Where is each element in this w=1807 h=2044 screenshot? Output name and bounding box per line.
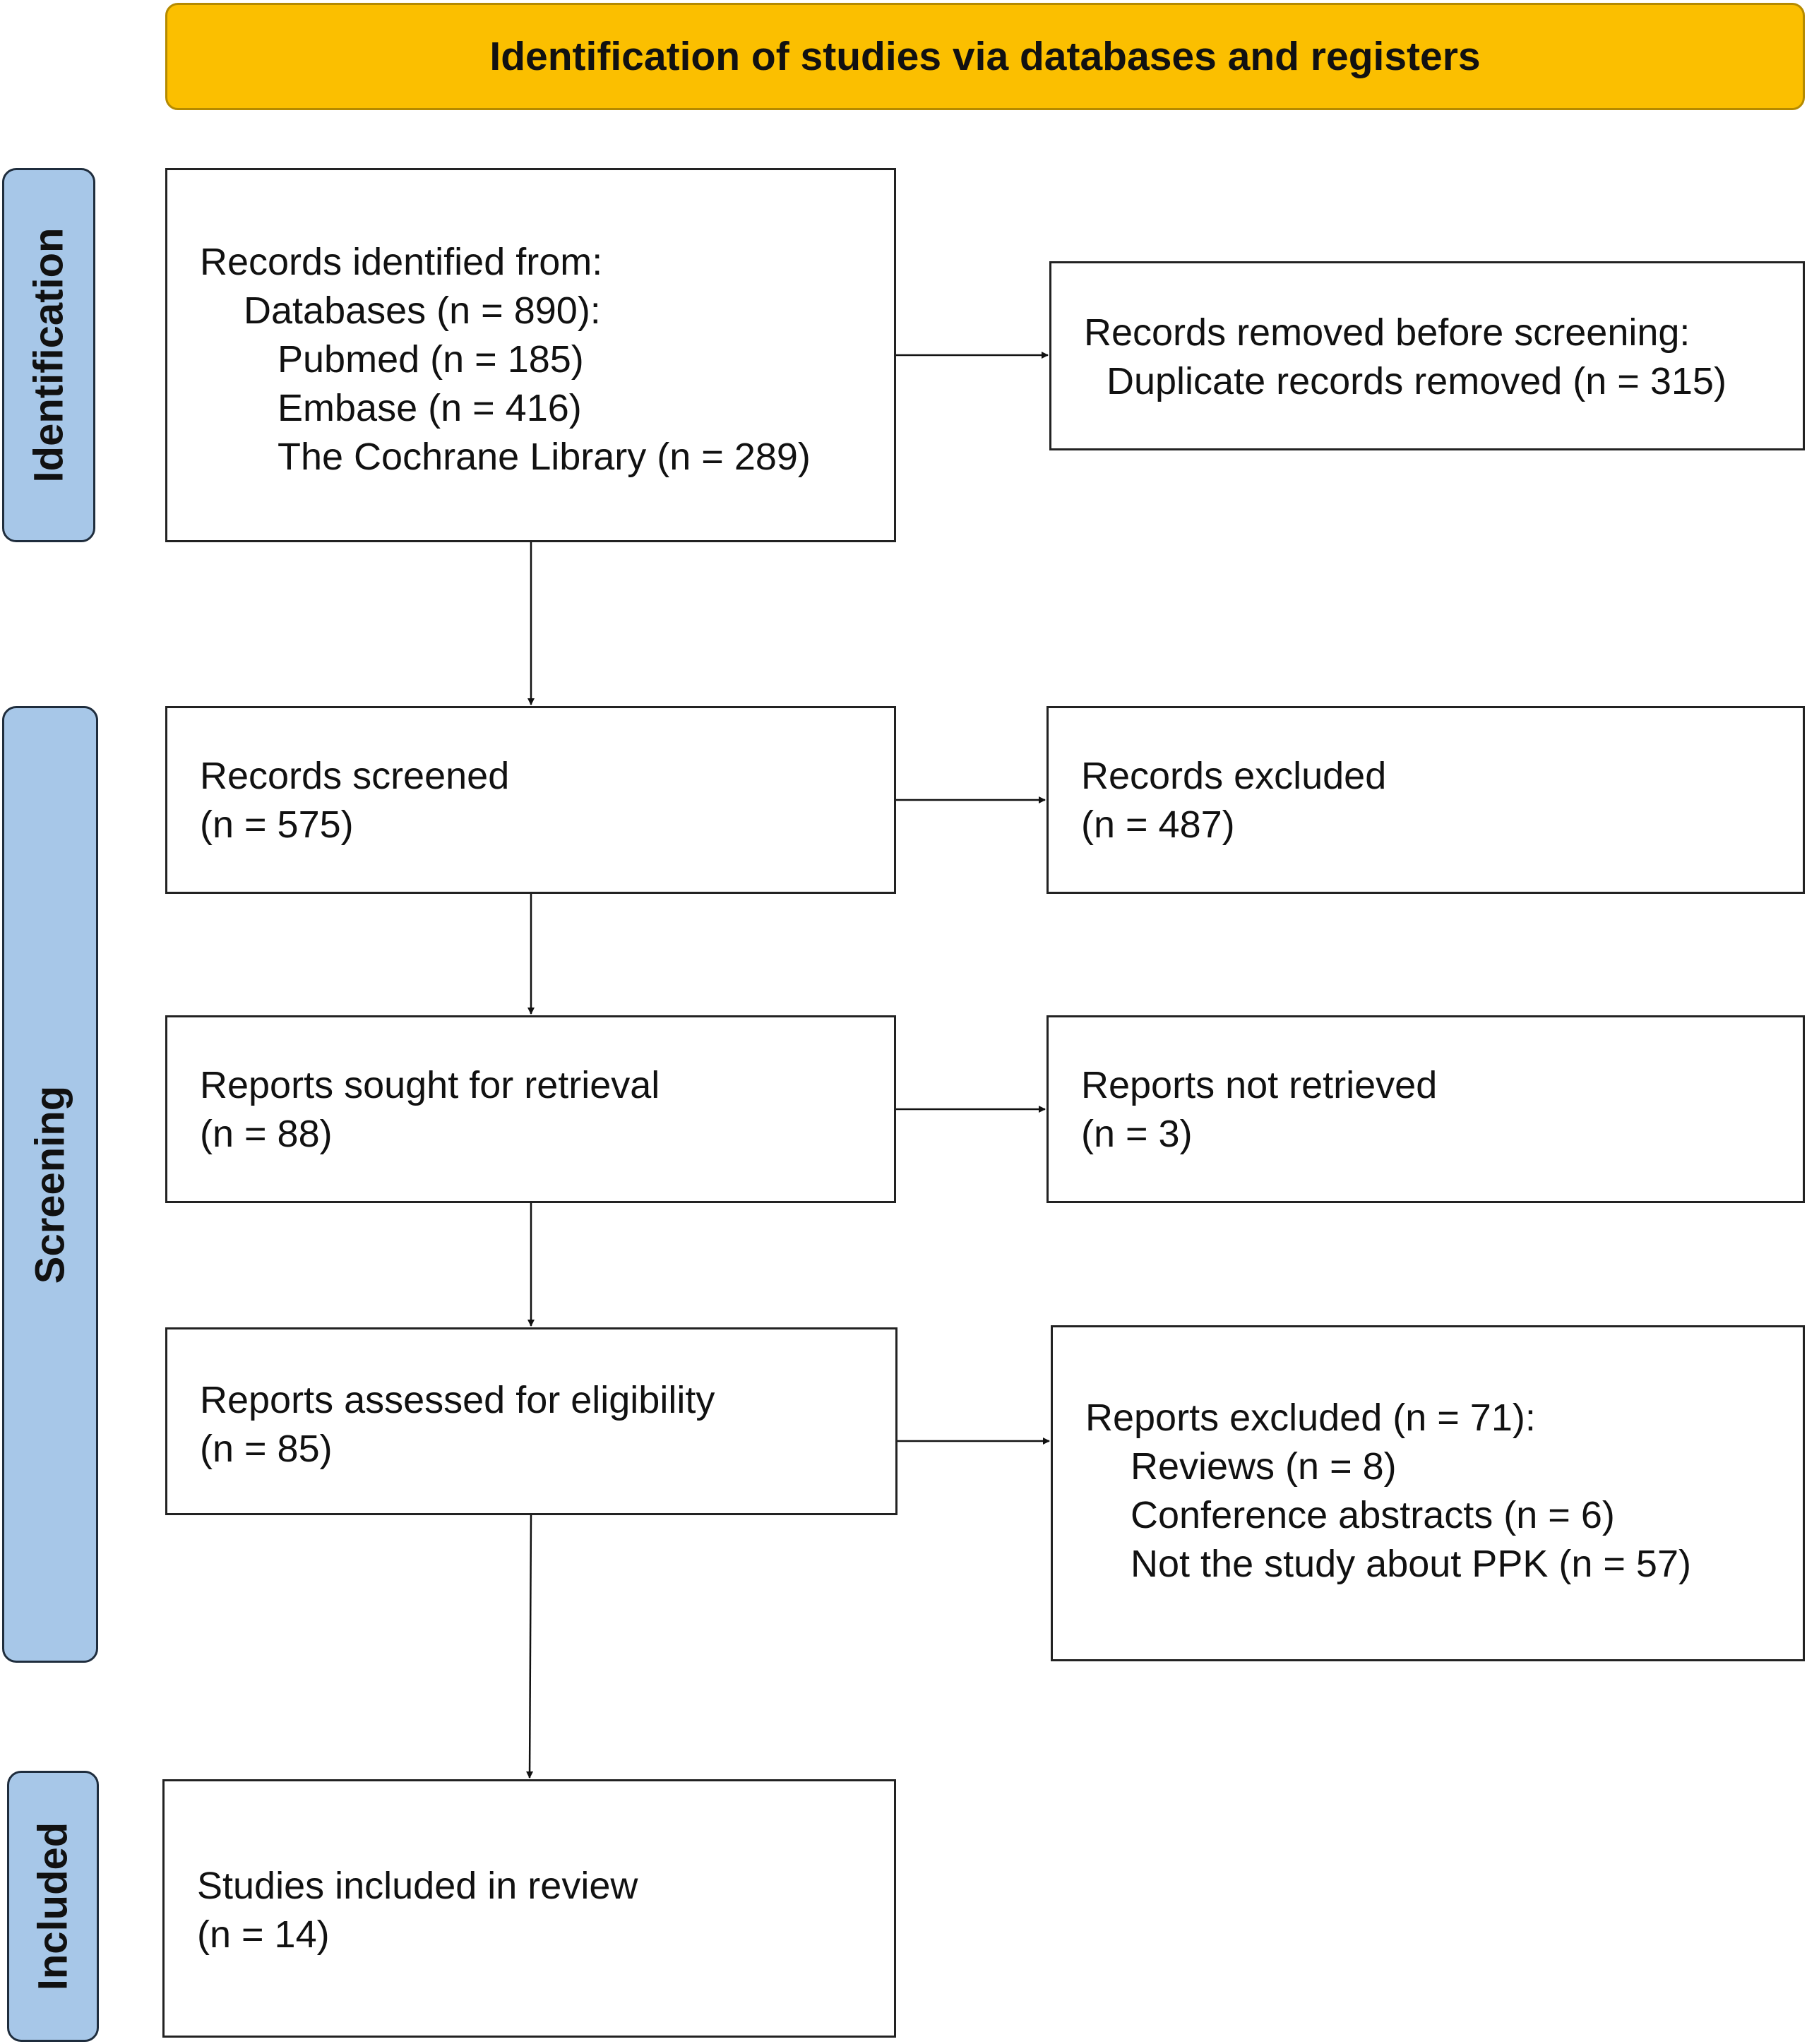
reports-assessed-title: Reports assessed for eligibility xyxy=(200,1379,715,1421)
reports-assessed-box: Reports assessed for eligibility (n = 85… xyxy=(165,1327,897,1515)
records-excluded-count: (n = 487) xyxy=(1081,803,1235,846)
reports-excluded-title: Reports excluded (n = 71): xyxy=(1085,1397,1536,1439)
records-identified-title: Records identified from: xyxy=(200,241,603,283)
studies-included-box: Studies included in review (n = 14) xyxy=(162,1779,896,2038)
records-screened-title: Records screened xyxy=(200,755,510,797)
reports-not-retrieved-title: Reports not retrieved xyxy=(1081,1064,1438,1106)
records-screened-count: (n = 575) xyxy=(200,803,354,846)
reports-sought-box: Reports sought for retrieval (n = 88) xyxy=(165,1015,896,1203)
records-removed-box: Records removed before screening: Duplic… xyxy=(1049,261,1805,450)
reports-not-retrieved-count: (n = 3) xyxy=(1081,1113,1193,1155)
reports-assessed-count: (n = 85) xyxy=(200,1428,333,1470)
duplicates-removed: Duplicate records removed (n = 315) xyxy=(1107,360,1727,402)
reports-sought-count: (n = 88) xyxy=(200,1113,333,1155)
reason-conference-abstracts: Conference abstracts (n = 6) xyxy=(1131,1494,1615,1536)
phase-included: Included xyxy=(7,1771,99,2042)
reports-not-retrieved-box: Reports not retrieved (n = 3) xyxy=(1046,1015,1805,1203)
records-removed-title: Records removed before screening: xyxy=(1084,311,1690,354)
records-excluded-box: Records excluded (n = 487) xyxy=(1046,706,1805,894)
arrow-assessed-to-included xyxy=(526,1514,534,1779)
records-screened-box: Records screened (n = 575) xyxy=(165,706,896,894)
phase-screening: Screening xyxy=(2,706,98,1663)
studies-included-count: (n = 14) xyxy=(197,1913,330,1956)
source-cochrane: The Cochrane Library (n = 289) xyxy=(278,436,811,478)
reports-sought-title: Reports sought for retrieval xyxy=(200,1064,660,1106)
records-excluded-title: Records excluded xyxy=(1081,755,1387,797)
databases-count: Databases (n = 890): xyxy=(244,289,601,332)
studies-included-title: Studies included in review xyxy=(197,1865,638,1907)
header-banner: Identification of studies via databases … xyxy=(165,3,1805,110)
header-title: Identification of studies via databases … xyxy=(489,34,1481,79)
phase-identification: Identification xyxy=(2,168,95,542)
source-embase: Embase (n = 416) xyxy=(278,387,582,429)
records-identified-box: Records identified from: Databases (n = … xyxy=(165,168,896,542)
reason-not-ppk: Not the study about PPK (n = 57) xyxy=(1131,1543,1691,1585)
source-pubmed: Pubmed (n = 185) xyxy=(278,338,584,381)
reports-excluded-box: Reports excluded (n = 71): Reviews (n = … xyxy=(1051,1325,1805,1661)
reason-reviews: Reviews (n = 8) xyxy=(1131,1445,1397,1488)
